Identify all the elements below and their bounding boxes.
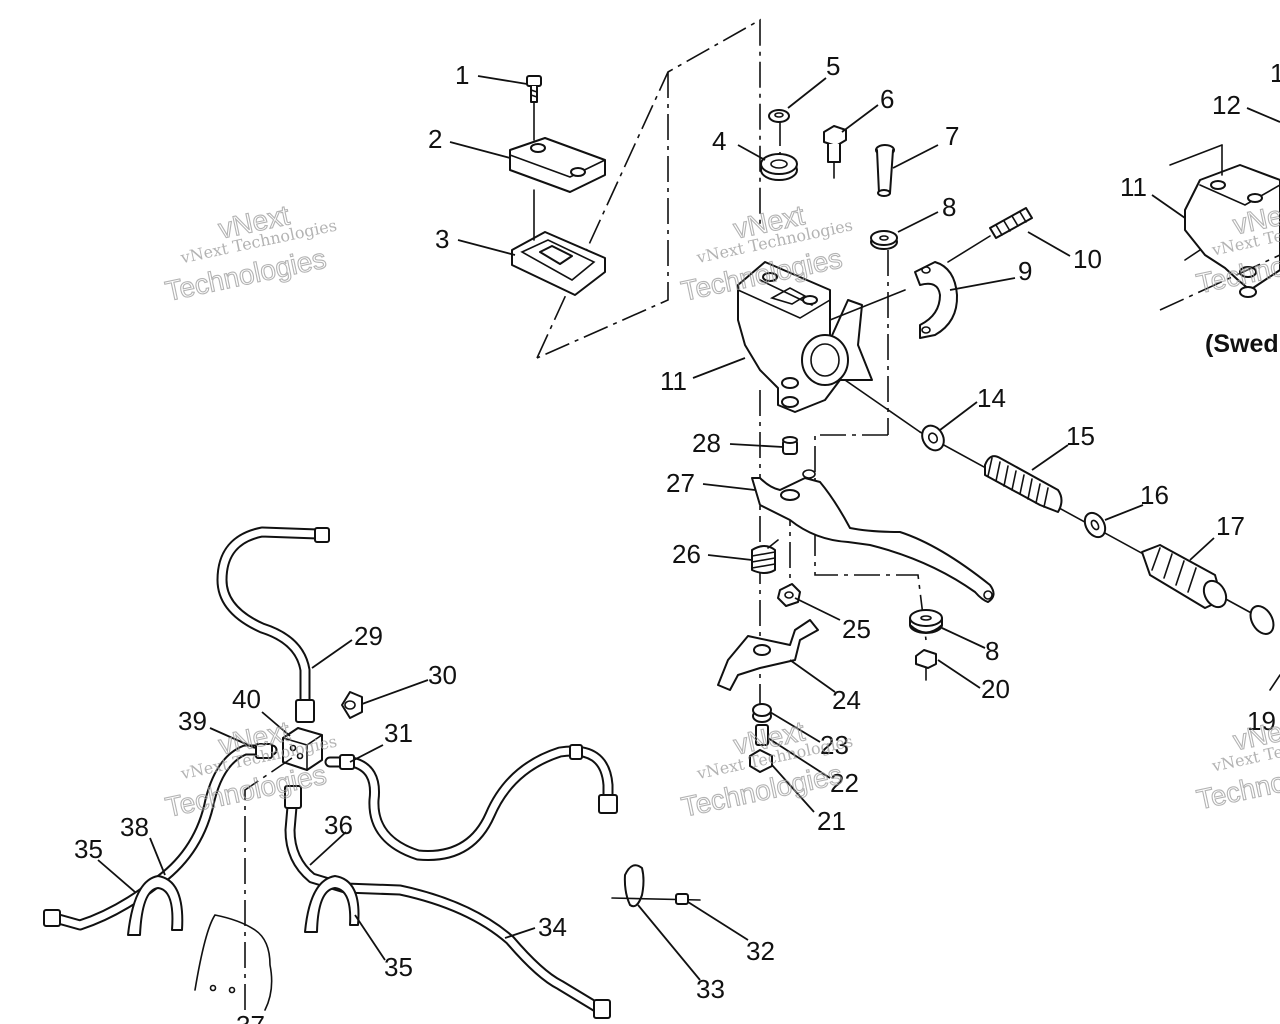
part-8-washer-top bbox=[870, 230, 898, 250]
label-part-40: 40 bbox=[232, 684, 261, 714]
part-16-washer bbox=[1083, 511, 1107, 539]
label-part-26: 26 bbox=[672, 539, 701, 569]
part-35-clip-right bbox=[304, 875, 360, 933]
label-part-38: 38 bbox=[120, 812, 149, 842]
part-10-adjuster-screw bbox=[947, 207, 1033, 263]
label-part-32: 32 bbox=[746, 936, 775, 966]
part-11-master-cylinder bbox=[737, 261, 921, 433]
part-labels: 1 2 3 4 5 6 7 8 9 10 11 11 12 1 14 15 16… bbox=[74, 51, 1280, 1024]
label-part-30: 30 bbox=[428, 660, 457, 690]
label-part-4: 4 bbox=[712, 126, 726, 156]
label-part-22: 22 bbox=[830, 768, 859, 798]
part-5-washer bbox=[768, 109, 790, 123]
label-part-28: 28 bbox=[692, 428, 721, 458]
label-part-5: 5 bbox=[826, 51, 840, 81]
part-17-boot bbox=[1141, 544, 1228, 609]
part-20-locknut bbox=[915, 649, 937, 681]
part-24-bracket bbox=[717, 619, 819, 691]
label-part-3: 3 bbox=[435, 224, 449, 254]
part-23-washer bbox=[752, 703, 772, 723]
label-part-33: 33 bbox=[696, 974, 725, 1004]
part-15-spring bbox=[984, 455, 1063, 513]
watermark-top-left: vNext vNext Technologies Technologies bbox=[162, 199, 338, 308]
label-part-14: 14 bbox=[977, 383, 1006, 413]
label-part-31: 31 bbox=[384, 718, 413, 748]
label-part-9: 9 bbox=[1018, 256, 1032, 286]
part-30-bleeder bbox=[341, 691, 363, 719]
part-27-lever bbox=[751, 469, 995, 603]
part-37-hose-partial bbox=[194, 757, 293, 1011]
label-part-16: 16 bbox=[1140, 480, 1169, 510]
label-part-6: 6 bbox=[880, 84, 894, 114]
label-part-27: 27 bbox=[666, 468, 695, 498]
part-29-hose bbox=[216, 526, 330, 723]
part-9-clamp bbox=[914, 261, 959, 339]
part-6-bolt bbox=[823, 125, 847, 179]
inset-swedish-master-cylinder bbox=[1159, 144, 1280, 311]
label-part-25: 25 bbox=[842, 614, 871, 644]
part-2-cover bbox=[509, 137, 606, 193]
label-part-20: 20 bbox=[981, 674, 1010, 704]
label-part-17: 17 bbox=[1216, 511, 1245, 541]
part-8-washer-bottom bbox=[909, 609, 943, 634]
part-4-seal bbox=[760, 153, 798, 181]
part-32-screw bbox=[675, 893, 689, 905]
label-inset-top: 1 bbox=[1270, 58, 1280, 88]
label-part-11: 11 bbox=[660, 366, 687, 396]
part-22-spacer bbox=[755, 724, 769, 746]
label-part-2: 2 bbox=[428, 124, 442, 154]
part-3-diaphragm bbox=[511, 189, 606, 296]
leader-lines bbox=[97, 75, 1280, 981]
label-part-23: 23 bbox=[820, 730, 849, 760]
inset-caption: (Swed bbox=[1205, 330, 1279, 358]
label-part-24: 24 bbox=[832, 685, 861, 715]
part-14-washer bbox=[921, 424, 945, 452]
label-part-39: 39 bbox=[178, 706, 207, 736]
label-part-37: 37 bbox=[236, 1010, 265, 1024]
label-part-8-bottom: 8 bbox=[985, 636, 999, 666]
part-28-bushing bbox=[782, 436, 798, 455]
label-part-7: 7 bbox=[945, 121, 959, 151]
label-part-10: 10 bbox=[1073, 244, 1102, 274]
label-part-1: 1 bbox=[455, 60, 469, 90]
label-part-11-inset: 11 bbox=[1120, 172, 1147, 202]
label-part-19: 19 bbox=[1247, 706, 1276, 736]
label-part-35-right: 35 bbox=[384, 952, 413, 982]
label-part-12: 12 bbox=[1212, 90, 1241, 120]
part-7-pin bbox=[875, 144, 895, 197]
part-19-oring-partial bbox=[1249, 605, 1280, 691]
part-35-clip-left bbox=[127, 875, 184, 936]
label-part-21: 21 bbox=[817, 806, 846, 836]
part-31-hose bbox=[324, 744, 618, 861]
part-39-hose bbox=[43, 743, 278, 931]
part-36-hose bbox=[284, 785, 611, 1019]
watermark-top-center: vNext vNext Technologies Technologies bbox=[678, 199, 854, 308]
label-part-29: 29 bbox=[354, 621, 383, 651]
label-part-34: 34 bbox=[538, 912, 567, 942]
label-part-15: 15 bbox=[1066, 421, 1095, 451]
part-26-spring bbox=[751, 539, 779, 574]
label-part-35-left: 35 bbox=[74, 834, 103, 864]
part-40-junction-block bbox=[282, 727, 323, 771]
part-25-nut bbox=[777, 583, 801, 607]
label-part-36: 36 bbox=[324, 810, 353, 840]
part-1-screw bbox=[526, 75, 542, 141]
label-part-8-top: 8 bbox=[942, 192, 956, 222]
